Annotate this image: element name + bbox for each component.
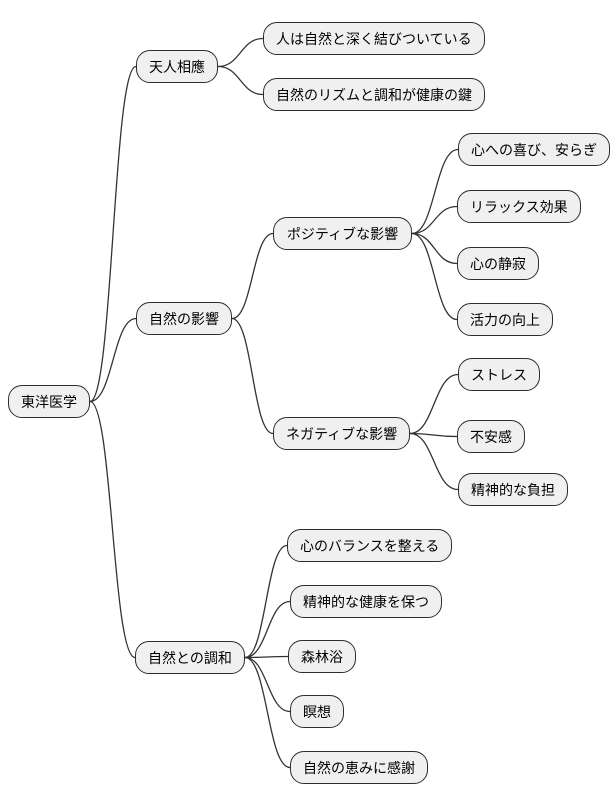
- connector-line: [411, 205, 458, 235]
- connector-line: [411, 232, 458, 321]
- node-humans-deeply-connected-to-nature: 人は自然と深く結びついている: [263, 22, 485, 55]
- node-maintain-mental-health: 精神的な健康を保つ: [290, 585, 442, 618]
- connector-line: [409, 432, 458, 438]
- node-stress: ストレス: [458, 358, 540, 391]
- node-joy-and-peace-of-mind: 心への喜び、安らぎ: [458, 133, 610, 166]
- node-mental-stillness: 心の静寂: [457, 247, 539, 280]
- node-meditation: 瞑想: [290, 695, 344, 728]
- node-heaven-human-unity: 天人相應: [136, 50, 218, 83]
- connector-line: [244, 656, 291, 713]
- connector-line: [244, 544, 288, 659]
- connector-line: [217, 37, 264, 68]
- connector-line: [89, 65, 137, 403]
- connector-line: [411, 148, 459, 235]
- node-nature-influence: 自然の影響: [136, 302, 232, 335]
- connector-line: [89, 317, 137, 403]
- node-vitality-boost: 活力の向上: [457, 303, 553, 336]
- connector-line: [409, 432, 459, 491]
- node-negative-effects: ネガティブな影響: [273, 417, 411, 450]
- node-positive-effects: ポジティブな影響: [273, 217, 412, 250]
- connector-line: [411, 232, 458, 265]
- connector-line: [244, 600, 291, 659]
- connector-line: [89, 400, 136, 659]
- node-natural-rhythm-harmony-health-key: 自然のリズムと調和が健康の鍵: [263, 78, 485, 111]
- node-eastern-medicine: 東洋医学: [8, 385, 90, 418]
- node-harmony-with-nature: 自然との調和: [135, 641, 245, 674]
- node-relaxation-effect: リラックス効果: [457, 190, 581, 223]
- connector-line: [231, 317, 274, 435]
- node-balance-the-mind: 心のバランスを整える: [287, 529, 453, 562]
- connector-line: [409, 373, 459, 435]
- node-gratitude-for-natures-blessings: 自然の恵みに感謝: [290, 751, 428, 784]
- node-anxiety: 不安感: [457, 420, 525, 453]
- connector-line: [231, 232, 274, 320]
- connector-line: [244, 656, 291, 769]
- connector-line: [244, 655, 289, 659]
- connector-line: [217, 65, 264, 96]
- node-forest-bathing: 森林浴: [288, 640, 356, 673]
- node-mental-burden: 精神的な負担: [458, 473, 568, 506]
